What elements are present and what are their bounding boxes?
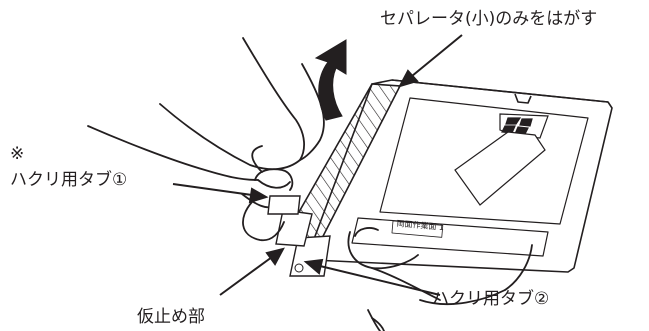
peel-tab-1-shape — [267, 195, 301, 215]
chip — [454, 113, 549, 206]
note-mark: ※ — [10, 144, 25, 164]
peel-direction-arrow — [314, 39, 347, 121]
temporary-fix-label: 仮止め部 — [137, 307, 205, 327]
right-hand — [347, 227, 533, 331]
leader-arrows — [172, 34, 463, 296]
peel-tab-1-label: ハクリ用タブ① — [10, 170, 128, 190]
peel-tab-2-label: ハクリ用タブ② — [432, 289, 550, 309]
separator-instruction-label: セパレータ(小)のみをはがす — [380, 9, 598, 29]
